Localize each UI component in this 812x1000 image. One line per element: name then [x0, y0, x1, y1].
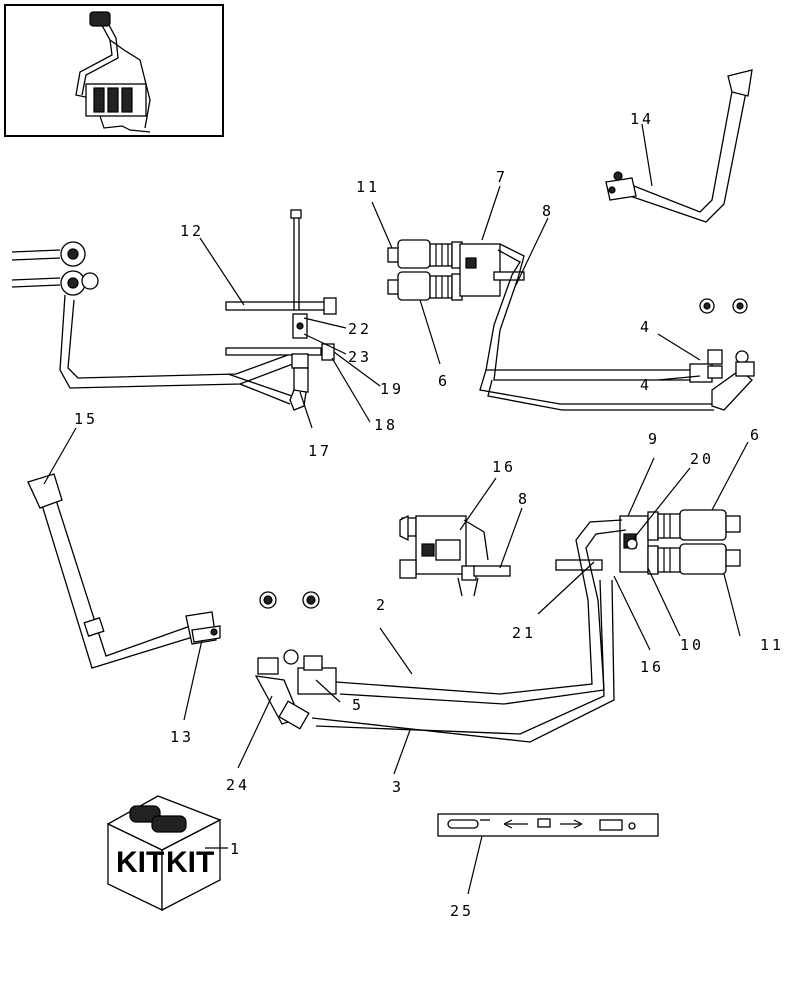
callouts: 1 2 3 4 4 5 6 6 7 8 8 9 10 11 11 12 13 1…: [74, 110, 784, 920]
upper-center-valve: [387, 239, 755, 411]
callout-3: 3: [392, 778, 404, 796]
callout-22: 22: [348, 320, 372, 338]
callout-9: 9: [648, 430, 660, 448]
callout-21: 21: [512, 624, 536, 642]
callout-1: 1: [230, 840, 242, 858]
callout-11a: 11: [356, 178, 380, 196]
lever-15: [27, 473, 221, 669]
callout-4a: 4: [640, 318, 652, 336]
callout-24: 24: [226, 776, 250, 794]
kit-label-right: KIT: [166, 846, 214, 879]
callout-16b: 16: [640, 658, 664, 676]
callout-6a: 6: [438, 372, 450, 390]
kit-box: KIT KIT: [106, 795, 222, 912]
callout-10: 10: [680, 636, 704, 654]
callout-7: 7: [496, 168, 508, 186]
callout-8a: 8: [542, 202, 554, 220]
callout-2: 2: [376, 596, 388, 614]
callout-16a: 16: [492, 458, 516, 476]
callout-11b: 11: [760, 636, 784, 654]
right-center-valve: [254, 509, 741, 743]
overview-inset: [4, 4, 224, 137]
leader-lines: [43, 123, 749, 895]
callout-20: 20: [690, 450, 714, 468]
callout-14: 14: [630, 110, 654, 128]
callout-18: 18: [374, 416, 398, 434]
callout-12: 12: [180, 222, 204, 240]
callout-5: 5: [352, 696, 364, 714]
decal-25: [437, 813, 659, 837]
middle-detail-valve: [399, 514, 511, 597]
callout-6b: 6: [750, 426, 762, 444]
callout-15: 15: [74, 410, 98, 428]
callout-25: 25: [450, 902, 474, 920]
lever-14: [605, 69, 753, 223]
upper-left-assembly: [11, 209, 337, 411]
callout-23: 23: [348, 348, 372, 366]
callout-19: 19: [380, 380, 404, 398]
callout-8b: 8: [518, 490, 530, 508]
callout-4b: 4: [640, 376, 652, 394]
kit-label-left: KIT: [116, 846, 164, 879]
callout-17: 17: [308, 442, 332, 460]
callout-13: 13: [170, 728, 194, 746]
